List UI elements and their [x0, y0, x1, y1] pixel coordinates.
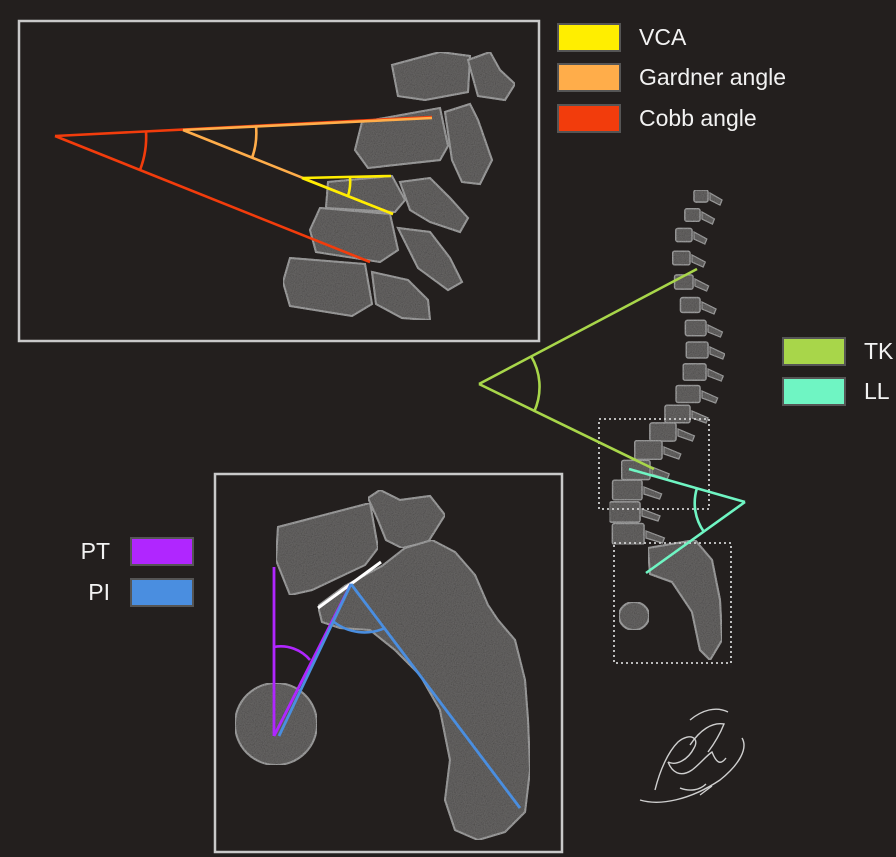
- spine-spinous-process: [702, 391, 718, 403]
- vca-swatch: [557, 23, 621, 52]
- ll-line-upper: [629, 469, 745, 502]
- pt-angle-arc: [274, 646, 310, 660]
- pelvis-inset: [215, 474, 562, 852]
- spine-vertebral-body: [613, 480, 642, 500]
- spine-vertebral-body: [676, 228, 692, 241]
- spine-vertebral-body: [635, 441, 662, 460]
- spine-spinous-process: [710, 347, 725, 359]
- legend-ll: LL: [782, 377, 890, 406]
- pi-swatch: [130, 578, 194, 607]
- spine-spinous-process: [694, 232, 707, 244]
- gardner-angle-arc: [252, 126, 256, 158]
- whole-spine: [479, 190, 745, 663]
- spine-spinous-process: [646, 531, 664, 543]
- legend-label-vca: VCA: [639, 23, 686, 52]
- cervical-vertebrae: [283, 52, 515, 320]
- spine-femoral-head: [619, 602, 649, 630]
- spine-spinous-process: [702, 302, 716, 314]
- spine-vertebral-body: [676, 386, 700, 403]
- spine-sacrum: [648, 540, 722, 660]
- spine-vertebral-body: [673, 251, 690, 265]
- legend-label-tk: TK: [864, 337, 893, 366]
- spinous-process-3: [400, 178, 468, 232]
- spine-vertebral-body: [694, 190, 708, 202]
- cobb-angle-swatch: [557, 104, 621, 133]
- vertebra-c-4: [310, 208, 398, 262]
- tk-line-lower: [479, 384, 654, 469]
- cobb-angle-arc: [140, 131, 146, 170]
- legend-label-pt: PT: [60, 537, 110, 566]
- legend-pt: PT: [60, 537, 194, 566]
- legend-label-cobb-angle: Cobb angle: [639, 104, 757, 133]
- spine-spinous-process: [642, 509, 660, 521]
- spinous-process-1: [468, 52, 515, 100]
- spine-vertebral-body: [683, 364, 706, 380]
- legend-label-pi: PI: [60, 578, 110, 607]
- spine-vertebral-body: [685, 209, 700, 222]
- legend-label-ll: LL: [864, 377, 890, 406]
- spine-spinous-process: [710, 193, 722, 205]
- spine-vertebral-body: [610, 502, 641, 522]
- spine-spinous-process: [708, 369, 723, 381]
- tk-swatch: [782, 337, 846, 366]
- spine-spinous-process: [664, 447, 681, 459]
- handwritten-signature-icon: [640, 709, 744, 802]
- spine-vertebral-body: [686, 342, 708, 358]
- ll-swatch: [782, 377, 846, 406]
- spine-spinous-process: [695, 279, 709, 291]
- spinous-process-2: [445, 104, 492, 184]
- cervical-inset: [19, 21, 539, 341]
- ll-angle-arc: [695, 488, 704, 532]
- spine-vertebral-body: [665, 405, 690, 423]
- legend-tk: TK: [782, 337, 893, 366]
- femoral-head: [235, 683, 317, 765]
- spine-spinous-process: [692, 411, 708, 423]
- vertebra-c-3: [326, 176, 405, 212]
- spine-vertebral-body: [612, 524, 644, 545]
- spine-vertebral-body: [650, 423, 676, 441]
- spine-spinous-process: [644, 487, 662, 499]
- l5-posterior-elements: [368, 490, 445, 548]
- tk-angle-arc: [531, 356, 540, 412]
- spine-spinous-process: [708, 325, 722, 337]
- pt-swatch: [130, 537, 194, 566]
- spine-spinous-process: [692, 255, 705, 267]
- legend-label-gardner-angle: Gardner angle: [639, 63, 786, 92]
- tk-line-upper: [479, 269, 697, 384]
- spinous-process-5: [372, 272, 430, 320]
- spine-vertebral-body: [681, 298, 701, 313]
- legend-pi: PI: [60, 578, 194, 607]
- vertebra-c-5: [283, 258, 372, 316]
- vertebra-c-top: [392, 52, 470, 100]
- spine-spinous-process: [702, 212, 714, 224]
- spine-spinous-process: [678, 429, 694, 441]
- cobb-angle-line-lower: [55, 136, 370, 262]
- gardner-angle-swatch: [557, 63, 621, 92]
- legend-cobb-angle: Cobb angle: [557, 104, 757, 133]
- spine-vertebral-body: [685, 320, 706, 335]
- legend-vca: VCA: [557, 23, 686, 52]
- legend-gardner-angle: Gardner angle: [557, 63, 786, 92]
- vertebra-c-2: [355, 108, 448, 168]
